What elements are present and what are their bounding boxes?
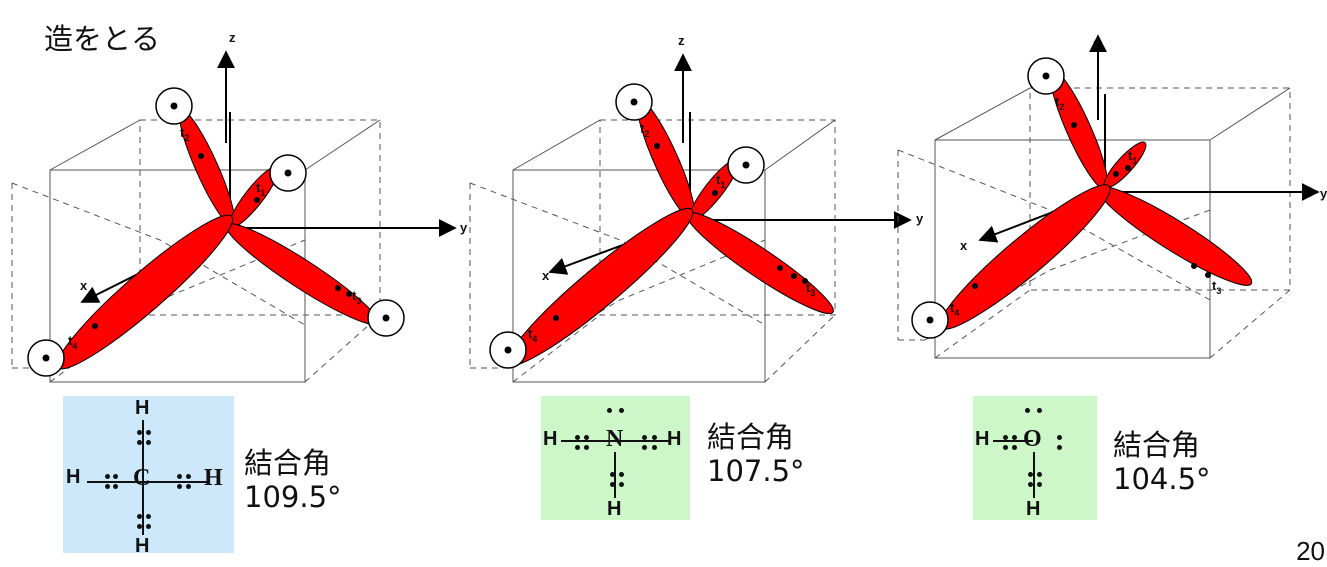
- nh3-lewis-structure: N H H H: [541, 396, 690, 520]
- orbital-label-t2: t2: [180, 125, 189, 143]
- orbital-label-t3: t3: [806, 280, 815, 298]
- ch4-bond-angle: 結合角 109.5°: [244, 446, 342, 514]
- sp3-lobes: [939, 69, 1253, 330]
- lobe-t4: [506, 208, 694, 366]
- orbital-label-t4: t4: [950, 300, 959, 318]
- h2o-orbital-diagram: y x z t2 t1 t3 t4: [897, 34, 1327, 359]
- orbital-label-t4: t4: [528, 326, 537, 344]
- atom-h-left: H: [543, 428, 558, 450]
- bond-angle-label: 結合角: [1113, 428, 1201, 462]
- orbital-label-t3: t3: [352, 288, 361, 306]
- orbital-label-t1: t1: [716, 172, 725, 190]
- y-axis-label: y: [1320, 186, 1327, 201]
- lobe-t3: [1097, 186, 1253, 286]
- nh3-bond-angle: 結合角 107.5°: [707, 420, 805, 488]
- lobe-t1: [1103, 141, 1147, 189]
- z-axis-label: z: [678, 33, 685, 48]
- sp3-lobes: [56, 109, 379, 370]
- ch4-orbital-diagram: y x z t2 t1 t3 t4: [11, 30, 468, 383]
- heading: 造をとる: [44, 22, 161, 56]
- lobe-t4: [56, 214, 234, 370]
- atom-c-center: C: [133, 465, 150, 492]
- bond-angle-value: 104.5°: [1113, 462, 1211, 496]
- electron-circles: [489, 83, 765, 369]
- x-axis-label: x: [960, 238, 968, 253]
- atom-o-center: O: [1023, 426, 1042, 452]
- h2o-bond-angle: 結合角 104.5°: [1113, 428, 1211, 496]
- orbital-label-t1: t1: [256, 180, 265, 198]
- atom-n-center: N: [606, 426, 624, 452]
- bond-angle-label: 結合角: [707, 420, 795, 454]
- sp3-lobes: [506, 99, 834, 366]
- x-axis-label: x: [542, 268, 550, 283]
- x-axis-label: x: [80, 278, 88, 293]
- electron-circles: [27, 87, 405, 377]
- lobe-t3: [225, 223, 379, 325]
- atom-h-right: H: [204, 465, 223, 491]
- orbital-label-t2: t2: [1055, 94, 1064, 112]
- atom-h-bottom: H: [607, 498, 622, 520]
- ch4-lewis-structure: H C H H H: [63, 396, 234, 557]
- atom-h-bottom: H: [135, 535, 150, 557]
- atom-h-bottom: H: [1026, 498, 1041, 520]
- atom-h-left: H: [975, 428, 990, 450]
- y-axis-label: y: [916, 211, 924, 226]
- bond-angle-value: 109.5°: [244, 480, 342, 514]
- bond-angle-label: 結合角: [244, 446, 332, 480]
- orbital-label-t2: t2: [640, 121, 649, 139]
- orbital-label-t4: t4: [68, 333, 77, 351]
- z-axis-label: z: [1093, 36, 1100, 51]
- page-number: 20: [1296, 536, 1325, 566]
- z-axis-label: z: [229, 30, 236, 45]
- hybrid-orbital-diagrams: y x z t2 t1 t3 t4: [11, 30, 1327, 383]
- atom-h-left: H: [66, 466, 81, 488]
- bond-angle-value: 107.5°: [707, 454, 805, 488]
- orbital-label-t3: t3: [1212, 278, 1221, 296]
- y-axis-label: y: [460, 220, 468, 235]
- h2o-lewis-structure: O H H: [973, 396, 1097, 520]
- atom-h-top: H: [135, 397, 150, 419]
- electron-circles: [911, 57, 1065, 339]
- atom-h-right: H: [667, 428, 682, 450]
- nh3-orbital-diagram: y x z t2 t1 t3 t4: [469, 33, 924, 383]
- orbital-label-t1: t1: [1128, 148, 1137, 166]
